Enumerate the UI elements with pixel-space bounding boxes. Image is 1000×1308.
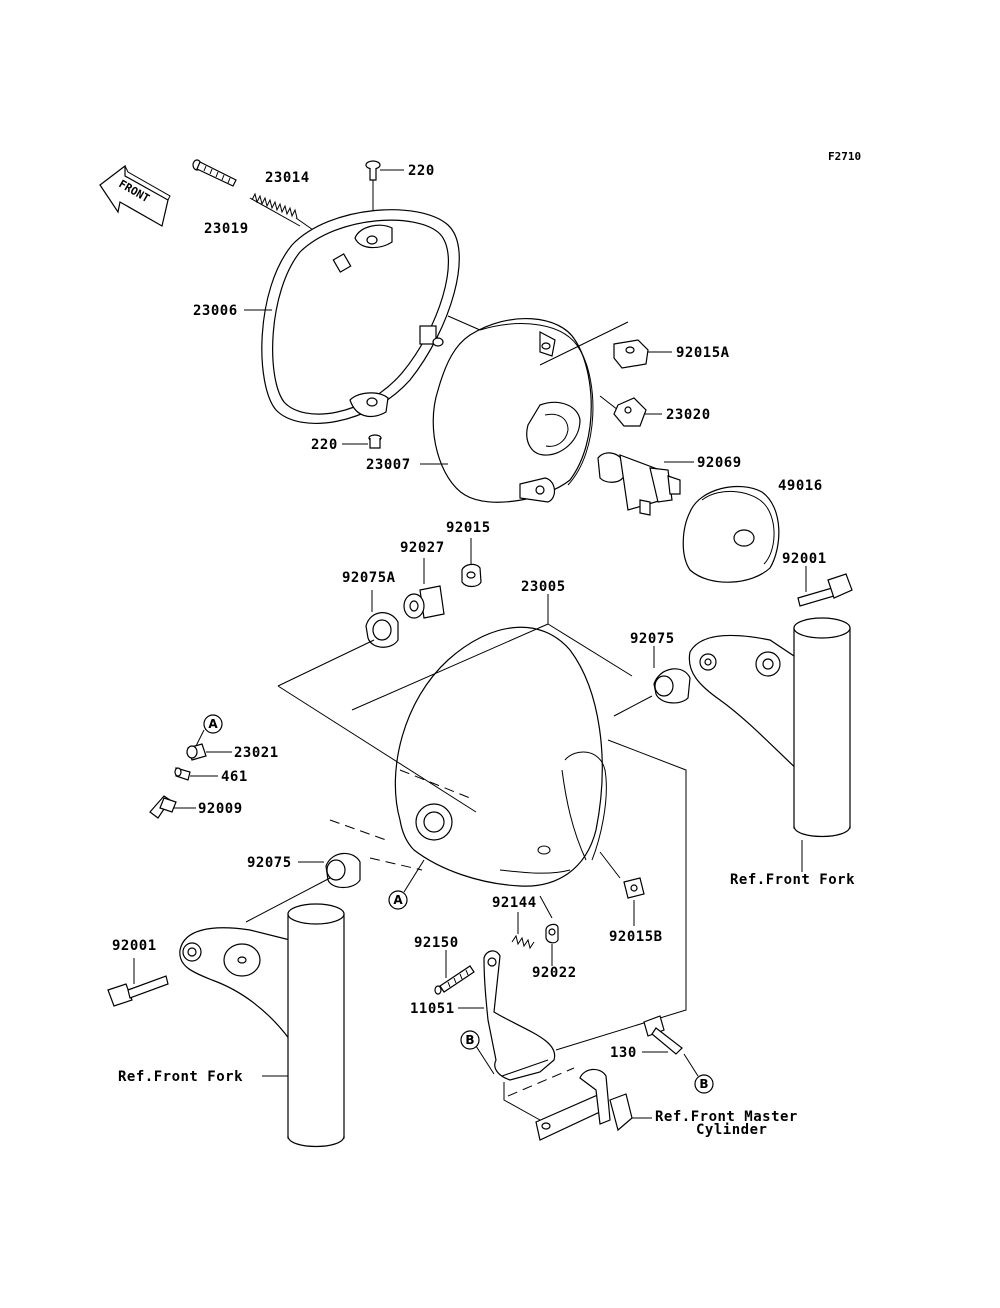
ref-front-master-cylinder-line1: Ref.Front Master <box>655 1109 798 1125</box>
ref-front-fork-left: Ref.Front Fork <box>118 1069 243 1085</box>
label-23020: 23020 <box>666 407 711 423</box>
ref-front-fork-right: Ref.Front Fork <box>730 872 855 888</box>
label-92150: 92150 <box>414 935 459 951</box>
bolt-130-icon <box>643 1015 683 1055</box>
nut-92015A-icon <box>613 339 649 369</box>
label-92015: 92015 <box>446 520 491 536</box>
label-92015B: 92015B <box>609 929 663 945</box>
collar-92027-icon <box>403 585 445 619</box>
bushing-92075A-icon <box>365 612 399 648</box>
nut-92022-icon <box>545 923 559 944</box>
label-23006: 23006 <box>193 303 238 319</box>
screw-220-top-icon <box>365 160 381 181</box>
label-130: 130 <box>610 1045 637 1061</box>
front-fork-right <box>688 617 851 838</box>
svg-text:A: A <box>208 717 218 731</box>
label-92075-right: 92075 <box>630 631 675 647</box>
label-461: 461 <box>221 769 248 785</box>
label-11051: 11051 <box>410 1001 455 1017</box>
label-92075-left: 92075 <box>247 855 292 871</box>
label-220-top: 220 <box>408 163 435 179</box>
label-23021: 23021 <box>234 745 279 761</box>
bushing-92075-right-icon <box>653 668 691 704</box>
label-92075A: 92075A <box>342 570 396 586</box>
svg-text:B: B <box>699 1077 708 1091</box>
label-92009: 92009 <box>198 801 243 817</box>
dust-cover-49016-icon <box>682 485 780 583</box>
label-23007: 23007 <box>366 457 411 473</box>
label-92069: 92069 <box>697 455 742 471</box>
callout-a-top: A <box>203 714 223 734</box>
screw-92150-icon <box>434 965 475 995</box>
bolt-92009-icon <box>149 795 177 819</box>
bolt-92001-left-icon <box>107 975 169 1007</box>
bracket-11051 <box>483 950 633 1141</box>
label-92022: 92022 <box>532 965 577 981</box>
label-92015A: 92015A <box>676 345 730 361</box>
svg-text:A: A <box>393 893 403 907</box>
screw-23019-icon <box>192 159 237 187</box>
headlight-rim-23006 <box>261 209 460 424</box>
bolt-92001-right-icon <box>797 573 853 607</box>
callout-b-right: B <box>694 1074 714 1094</box>
label-23005: 23005 <box>521 579 566 595</box>
front-fork-left <box>179 903 345 1148</box>
callout-b-left: B <box>460 1030 480 1050</box>
front-arrow-icon: FRONT <box>99 164 171 227</box>
label-220-bottom: 220 <box>311 437 338 453</box>
label-23019: 23019 <box>204 221 249 237</box>
spring-23014-icon <box>249 192 301 227</box>
screw-220-bottom-icon <box>368 434 382 449</box>
label-49016: 49016 <box>778 478 823 494</box>
svg-text:B: B <box>465 1033 474 1047</box>
label-92001-left: 92001 <box>112 938 157 954</box>
nut-23021-icon <box>186 743 207 761</box>
nut-92015-icon <box>461 563 482 588</box>
label-92144: 92144 <box>492 895 537 911</box>
spring-92144-icon <box>511 934 535 950</box>
label-92027: 92027 <box>400 540 445 556</box>
figure-code: F2710 <box>828 150 861 163</box>
ref-front-master-cylinder-line2: Cylinder <box>696 1122 767 1138</box>
nut-23020-icon <box>613 397 647 427</box>
label-23014: 23014 <box>265 170 310 186</box>
nut-461-icon <box>174 767 191 781</box>
headlight-housing-23005 <box>394 626 607 887</box>
callout-a-lower: A <box>388 890 408 910</box>
bushing-92075-left-icon <box>325 852 361 889</box>
bulb-92069-icon <box>597 452 681 516</box>
headlight-body-23007 <box>432 318 594 503</box>
label-92001-right: 92001 <box>782 551 827 567</box>
nut-92015B-icon <box>623 877 645 899</box>
